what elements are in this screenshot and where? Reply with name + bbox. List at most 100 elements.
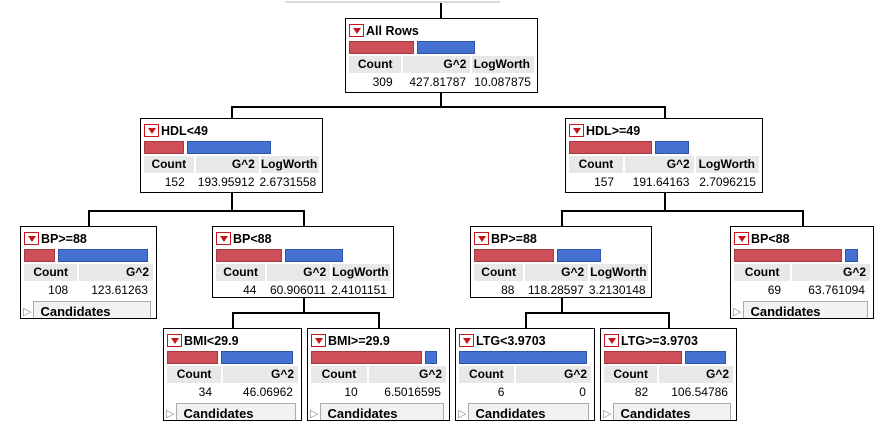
red-triangle-icon (462, 337, 471, 344)
candidates-button[interactable]: Candidates (33, 301, 151, 318)
blue-bar-segment (220, 351, 294, 364)
column-values: 88 118.28597 3.2130148 (471, 281, 651, 297)
node-header: BMI>=29.9 (308, 329, 449, 350)
g2-value: 193.95912 (197, 175, 255, 189)
column-headers: Count G^2 (164, 366, 301, 383)
blue-bar-segment (416, 41, 475, 54)
disclosure-triangle-icon[interactable]: ▷ (458, 407, 467, 420)
logworth-value: 2.4101151 (331, 283, 387, 297)
tree-node-ltg-lt-3-9703: LTG<3.9703 Count G^2 6 0 ▷ Candidates (455, 328, 595, 421)
column-headers: Count G^2 (456, 366, 594, 383)
count-value: 44 (243, 283, 257, 297)
candidates-button[interactable]: Candidates (176, 403, 296, 420)
g2-header: G^2 (515, 366, 591, 383)
logworth-value: 2.6731558 (259, 175, 317, 189)
red-triangle-icon (314, 337, 323, 344)
logworth-value: 3.2130148 (588, 283, 646, 297)
red-triangle-icon (572, 127, 581, 134)
tree-connector (231, 106, 666, 108)
count-value: 34 (198, 385, 213, 399)
red-bar-segment (311, 351, 422, 364)
node-header: BP>=88 (471, 227, 651, 248)
g2-header: G^2 (368, 366, 446, 383)
column-headers: Count G^2 LogWorth (566, 156, 762, 173)
candidates-row: ▷ Candidates (164, 402, 301, 420)
logworth-header: LogWorth (332, 264, 390, 281)
tree-node-all-rows: All Rows Count G^2 LogWorth 309 427.8178… (345, 18, 538, 93)
red-triangle-menu-button[interactable] (349, 24, 364, 37)
blue-bar-segment (459, 351, 587, 364)
count-value: 88 (501, 283, 515, 297)
disclosure-triangle-icon[interactable]: ▷ (603, 407, 612, 420)
red-bar-segment (569, 141, 652, 154)
disclosure-triangle-icon[interactable]: ▷ (166, 407, 175, 420)
disclosure-triangle-icon[interactable]: ▷ (733, 305, 742, 318)
column-values: 108 123.61263 (21, 281, 156, 300)
tree-connector (232, 312, 380, 314)
red-bar-segment (144, 141, 184, 154)
red-bar-segment (734, 249, 843, 262)
candidates-button[interactable]: Candidates (743, 301, 868, 318)
tree-connector (303, 210, 305, 226)
disclosure-triangle-icon[interactable]: ▷ (310, 407, 319, 420)
tree-node-hdl-lt-49: HDL<49 Count G^2 LogWorth 152 193.95912 … (140, 118, 323, 193)
blue-bar-segment (556, 249, 601, 262)
red-triangle-menu-button[interactable] (734, 232, 749, 245)
node-title: BP<88 (233, 231, 272, 246)
g2-value: 106.54786 (671, 385, 728, 399)
column-values: 309 427.81787 10.087875 (346, 73, 537, 92)
red-triangle-menu-button[interactable] (216, 232, 231, 245)
tree-connector (303, 297, 305, 312)
column-headers: Count G^2 (21, 264, 156, 281)
tree-connector (668, 312, 670, 328)
red-triangle-menu-button[interactable] (569, 124, 584, 137)
red-triangle-menu-button[interactable] (167, 334, 182, 347)
red-triangle-icon (352, 27, 361, 34)
count-header: Count (569, 156, 623, 173)
tree-connector (561, 210, 563, 226)
red-triangle-menu-button[interactable] (144, 124, 159, 137)
red-bar-segment (167, 351, 218, 364)
red-triangle-menu-button[interactable] (474, 232, 489, 245)
red-triangle-menu-button[interactable] (24, 232, 39, 245)
disclosure-triangle-icon[interactable]: ▷ (23, 305, 32, 318)
column-values: 10 6.5016595 (308, 383, 449, 402)
proportion-bar (167, 351, 294, 364)
tree-connector (664, 193, 666, 210)
count-value: 152 (164, 175, 185, 189)
tree-connector (525, 312, 527, 328)
proportion-bar (144, 141, 273, 154)
proportion-bar (24, 249, 149, 262)
count-header: Count (349, 56, 402, 73)
g2-value: 0 (579, 385, 586, 399)
logworth-header: LogWorth (472, 56, 534, 73)
g2-value: 191.64163 (632, 175, 690, 189)
candidates-button[interactable]: Candidates (320, 403, 444, 420)
tree-connector (231, 193, 233, 210)
proportion-bar (604, 351, 729, 364)
column-headers: Count G^2 LogWorth (213, 264, 393, 281)
red-triangle-menu-button[interactable] (311, 334, 326, 347)
node-header: LTG<3.9703 (456, 329, 594, 350)
red-triangle-menu-button[interactable] (459, 334, 474, 347)
candidates-button[interactable]: Candidates (613, 403, 731, 420)
red-triangle-menu-button[interactable] (604, 334, 619, 347)
g2-value: 123.61263 (91, 283, 148, 297)
g2-header: G^2 (267, 264, 331, 281)
node-header: BP>=88 (21, 227, 156, 248)
logworth-value: 10.087875 (474, 75, 531, 89)
tree-node-ltg-ge-3-9703: LTG>=3.9703 Count G^2 82 106.54786 ▷ Can… (600, 328, 737, 421)
tree-connector (525, 312, 670, 314)
g2-header: G^2 (624, 156, 694, 173)
proportion-bar (474, 249, 603, 262)
red-bar-segment (24, 249, 56, 262)
candidates-row: ▷ Candidates (308, 402, 449, 420)
candidates-button[interactable]: Candidates (468, 403, 589, 420)
count-value: 69 (767, 283, 782, 297)
node-title: BMI>=29.9 (328, 333, 390, 348)
g2-value: 427.81787 (409, 75, 467, 89)
proportion-bar (349, 41, 478, 54)
tree-connector (440, 3, 442, 18)
tree-connector (88, 210, 90, 226)
